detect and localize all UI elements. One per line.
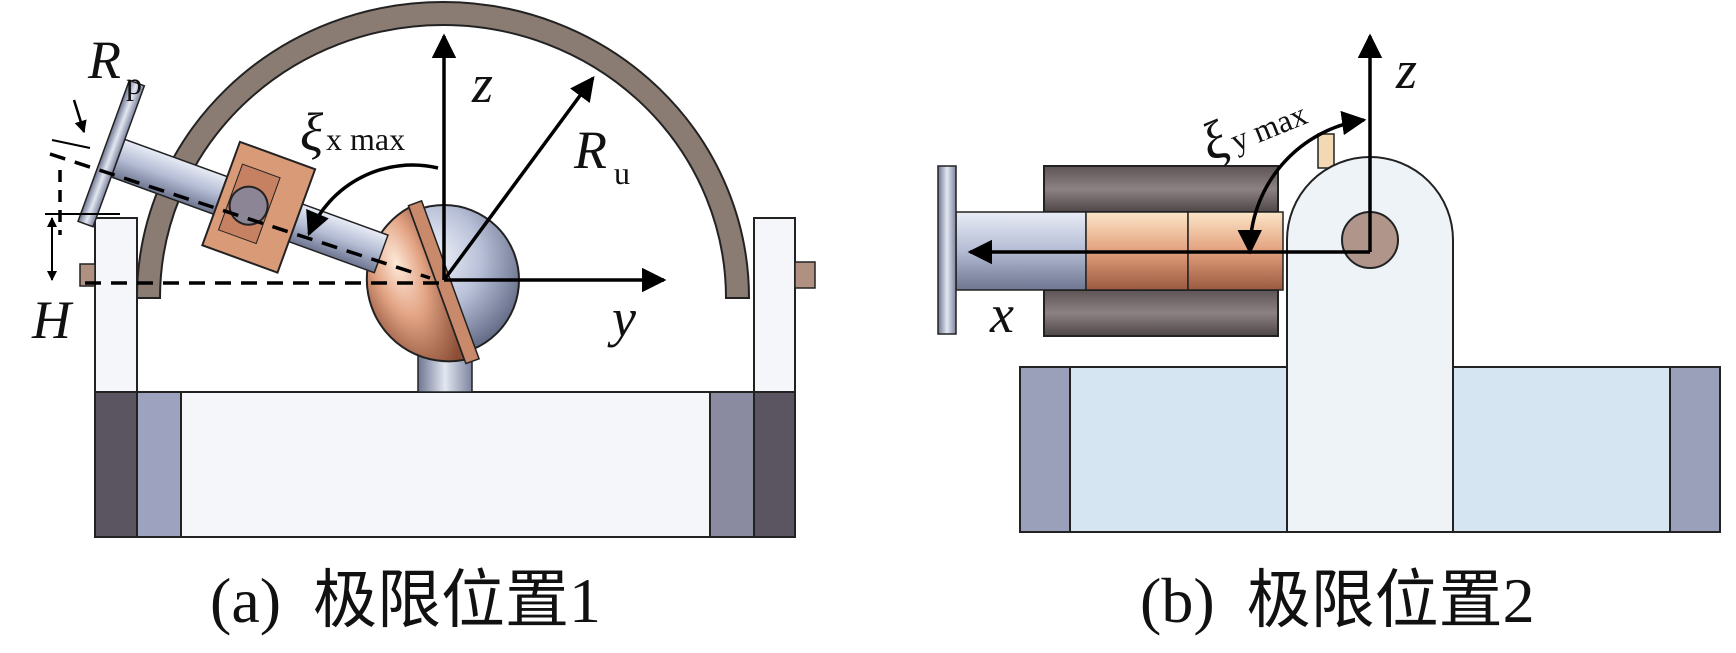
right-pin xyxy=(794,261,816,289)
label-rp-sub: p xyxy=(126,65,142,101)
panel-b: z x ξ y max xyxy=(937,33,1721,533)
label-rp: R xyxy=(87,30,121,90)
label-xi-b: ξ xyxy=(1192,109,1237,174)
label-z-a: z xyxy=(471,54,493,114)
top-tab xyxy=(1317,133,1335,169)
right-post xyxy=(753,217,796,393)
label-ru-sub: u xyxy=(614,155,630,191)
label-x-b: x xyxy=(989,284,1014,344)
label-z-b: z xyxy=(1395,40,1417,100)
panel-a: R p R u z y H ξ x max xyxy=(31,1,816,538)
ru-radius xyxy=(442,76,595,282)
shaft-flange-b xyxy=(937,165,957,335)
base-frame-a xyxy=(94,391,796,538)
housing-bottom xyxy=(1043,289,1279,337)
label-ru: R xyxy=(573,120,607,180)
caption-b: (b) 极限位置2 xyxy=(1140,565,1535,636)
label-xi-a: ξ xyxy=(300,102,324,162)
xi-y-arc xyxy=(1237,110,1367,255)
caption-a: (a) 极限位置1 xyxy=(210,565,601,636)
shaft-flange xyxy=(77,79,146,228)
arch xyxy=(135,1,751,299)
copper-cap xyxy=(365,206,466,363)
xi-x-arc xyxy=(306,163,439,237)
housing-top xyxy=(1043,165,1279,213)
label-xi-a-sub: x max xyxy=(326,121,405,157)
rp-arrow xyxy=(72,99,87,134)
slider-pin xyxy=(228,185,269,226)
left-post xyxy=(94,217,138,393)
left-pin xyxy=(79,263,96,287)
label-h: H xyxy=(31,290,74,350)
label-y-a: y xyxy=(607,288,636,348)
